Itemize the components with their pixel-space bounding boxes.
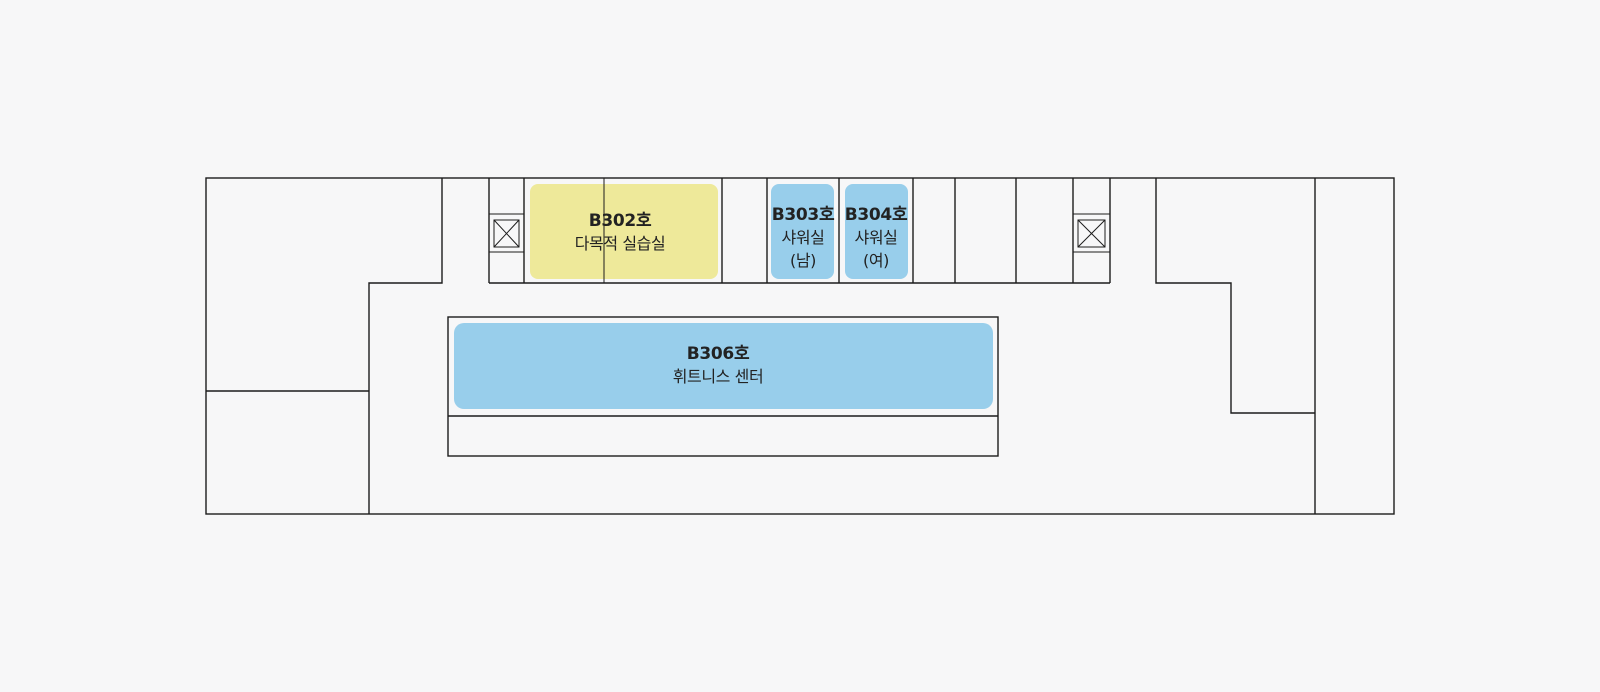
room-b306-area[interactable] (454, 323, 993, 409)
room-b303-area[interactable] (771, 184, 834, 279)
room-b303-name-line1: 샤워실 (782, 228, 825, 247)
room-b303-name-line2: (남) (790, 251, 816, 270)
room-b306-number: B306호 (687, 344, 750, 364)
room-b304-number: B304호 (845, 205, 908, 225)
central-block-walls (447, 316, 999, 457)
right-block-walls (1155, 178, 1316, 514)
room-b302-area[interactable] (530, 184, 718, 279)
top-row-walls (488, 178, 1111, 284)
building-outline (205, 177, 1395, 515)
left-block-walls (206, 178, 443, 514)
room-b304-name-line2: (여) (863, 251, 889, 270)
room-b304-name-line1: 샤워실 (855, 228, 898, 247)
room-b306-name: 휘트니스 센터 (673, 367, 764, 386)
room-b302-name: 다목적 실습실 (575, 234, 666, 253)
room-b303-number: B303호 (772, 205, 835, 225)
room-b304-area[interactable] (845, 184, 908, 279)
room-b302-number: B302호 (589, 211, 652, 231)
elevator-icon (1073, 213, 1110, 253)
elevator-icon (489, 213, 524, 253)
